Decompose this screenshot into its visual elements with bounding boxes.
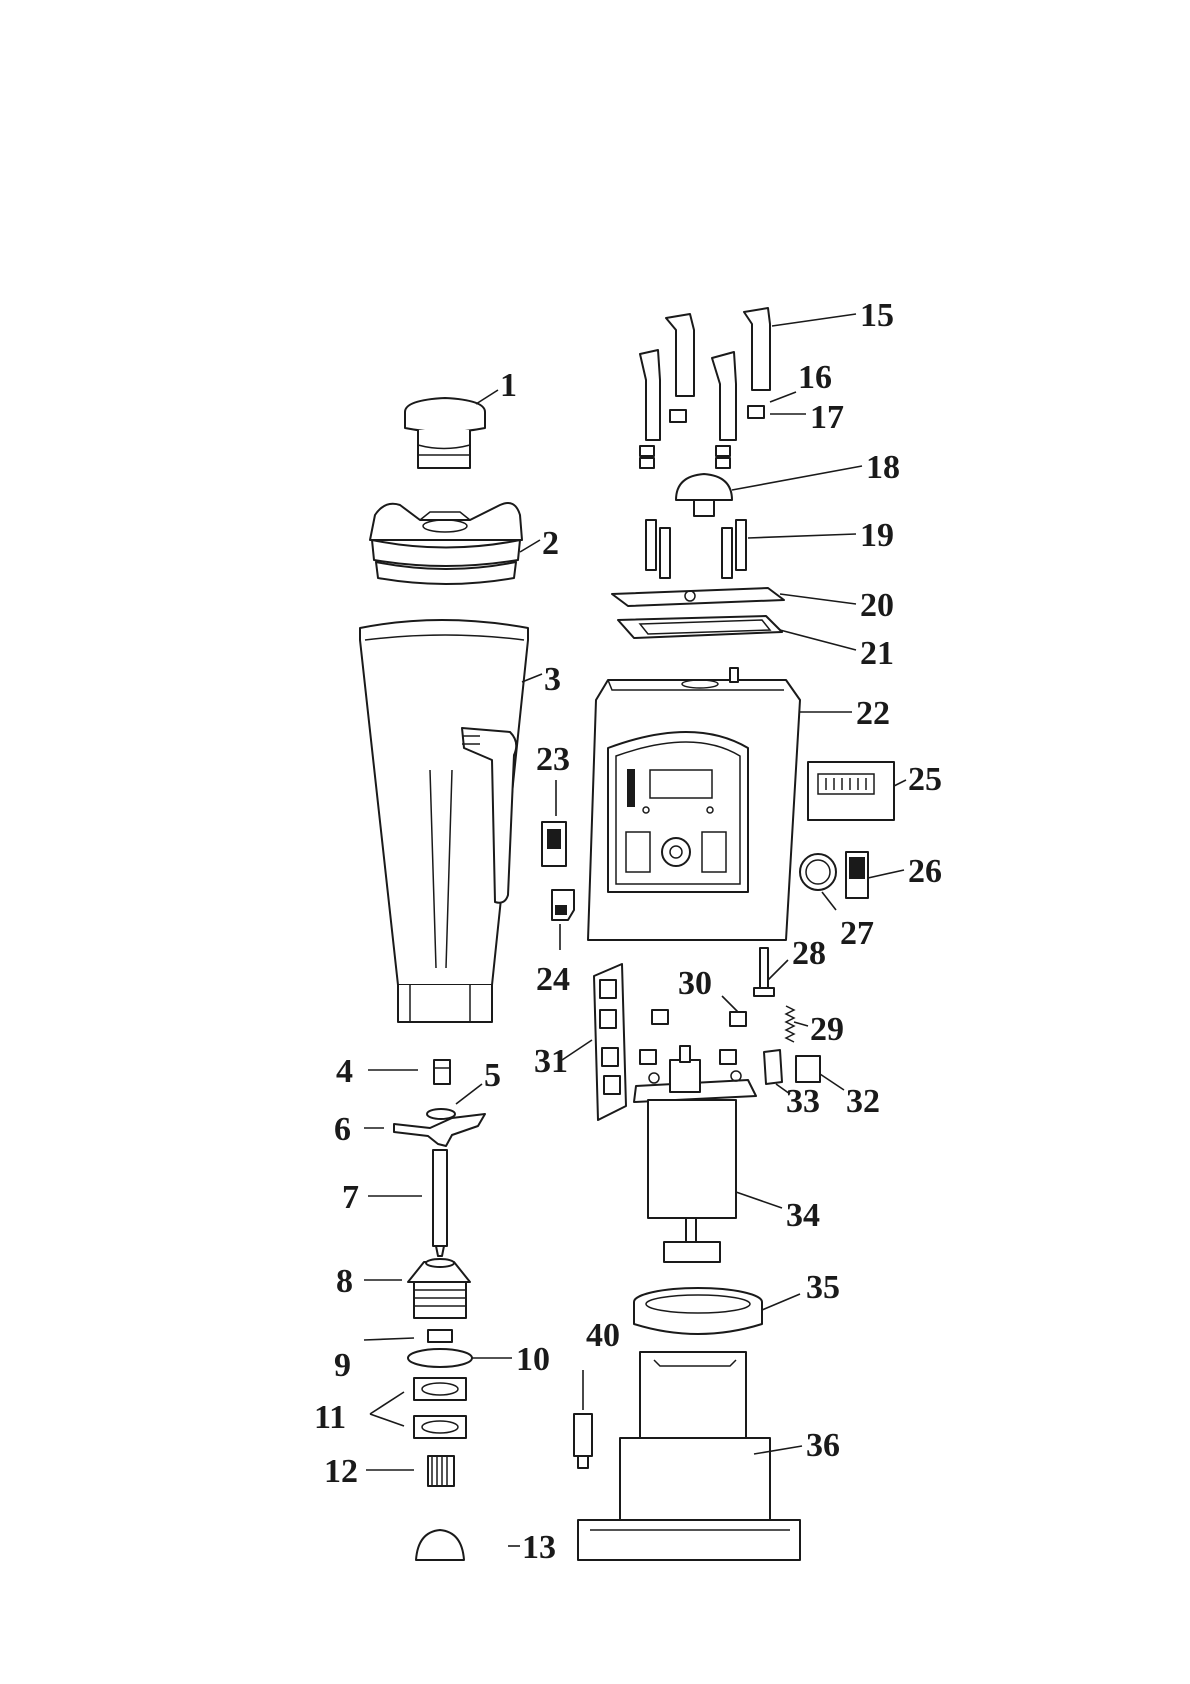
callout-15: 15 — [860, 297, 894, 334]
callout-12: 12 — [324, 1453, 358, 1490]
callout-23: 23 — [536, 741, 570, 778]
callout-10: 10 — [516, 1341, 550, 1378]
part-21-gasket — [617, 615, 783, 639]
callout-33: 33 — [786, 1083, 820, 1120]
callout-24: 24 — [536, 961, 570, 998]
part-6-blade — [393, 1113, 486, 1147]
part-8-blade-housing — [407, 1258, 471, 1319]
part-20-plate — [611, 587, 785, 607]
callout-7: 7 — [342, 1179, 359, 1216]
leader-lines — [363, 313, 907, 1547]
callout-16: 16 — [798, 359, 832, 396]
part-33-bracket — [763, 1049, 783, 1085]
part-29-spring — [784, 1005, 796, 1043]
part-13-pad — [415, 1529, 465, 1561]
callout-25: 25 — [908, 761, 942, 798]
part-24-connector — [551, 889, 575, 921]
part-11-bearings — [413, 1377, 467, 1439]
callout-13: 13 — [522, 1529, 556, 1566]
part-28-pin — [753, 947, 775, 997]
part-40-cord-clip — [573, 1413, 593, 1469]
callout-30: 30 — [678, 965, 712, 1002]
callout-17: 17 — [810, 399, 844, 436]
part-23-switch — [541, 821, 567, 867]
callout-3: 3 — [544, 661, 561, 698]
callout-5: 5 — [484, 1057, 501, 1094]
callout-1: 1 — [500, 367, 517, 404]
callout-9: 9 — [334, 1347, 351, 1384]
callout-35: 35 — [806, 1269, 840, 1306]
part-10-ring — [407, 1348, 473, 1368]
callout-31: 31 — [534, 1043, 568, 1080]
part-7-shaft — [432, 1149, 448, 1257]
part-2-lid — [369, 502, 523, 585]
callout-27: 27 — [840, 915, 874, 952]
part-1-lid-cap — [404, 397, 486, 469]
part-34-motor — [633, 1045, 757, 1263]
bottom-crop — [300, 1562, 920, 1684]
part-18-dome — [675, 473, 733, 517]
part-9-seal — [427, 1329, 453, 1343]
callout-labels: 1 2 3 4 5 6 7 8 9 10 11 12 13 15 16 17 1… — [314, 297, 942, 1566]
callout-4: 4 — [336, 1053, 353, 1090]
part-35-ring — [633, 1287, 763, 1335]
part-30-standoffs — [639, 1009, 747, 1065]
part-22-housing — [587, 667, 801, 941]
callout-21: 21 — [860, 635, 894, 672]
callout-40: 40 — [586, 1317, 620, 1354]
part-32-relay — [795, 1055, 821, 1083]
part-15-feet — [639, 307, 771, 469]
callout-34: 34 — [786, 1197, 820, 1234]
part-19-bolts — [645, 519, 747, 579]
part-5-washer — [426, 1108, 456, 1120]
part-27-knob-ring — [799, 853, 837, 891]
part-36-base — [577, 1351, 801, 1561]
callout-29: 29 — [810, 1011, 844, 1048]
part-4-blade-nut — [433, 1059, 451, 1085]
part-3-jar — [359, 619, 529, 1023]
part-25-display-board — [807, 761, 895, 821]
callout-6: 6 — [334, 1111, 351, 1148]
part-12-drive-coupling — [427, 1455, 455, 1487]
callout-19: 19 — [860, 517, 894, 554]
callout-22: 22 — [856, 695, 890, 732]
callout-20: 20 — [860, 587, 894, 624]
part-31-circuit-board — [593, 963, 627, 1121]
callout-28: 28 — [792, 935, 826, 972]
callout-36: 36 — [806, 1427, 840, 1464]
callout-26: 26 — [908, 853, 942, 890]
callout-8: 8 — [336, 1263, 353, 1300]
callout-32: 32 — [846, 1083, 880, 1120]
callout-2: 2 — [542, 525, 559, 562]
callout-11: 11 — [314, 1399, 346, 1436]
callout-18: 18 — [866, 449, 900, 486]
part-26-rocker-switch — [845, 851, 869, 899]
